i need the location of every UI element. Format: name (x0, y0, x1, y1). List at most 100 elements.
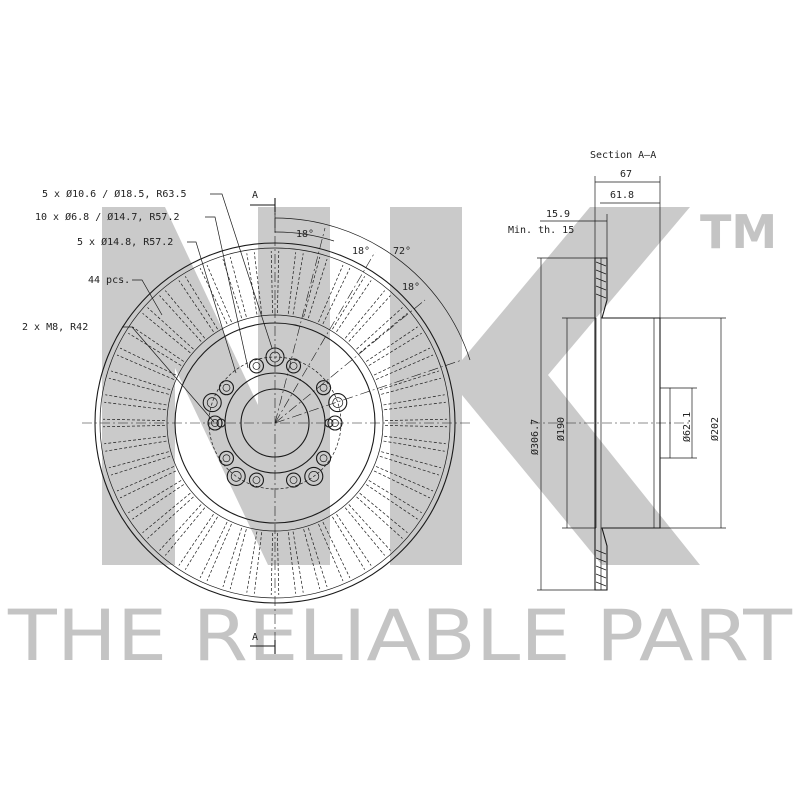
section-marker-bottom: A (252, 632, 258, 643)
angle-arc-18 (274, 231, 335, 242)
vane-line (128, 480, 182, 514)
bolt-hole-outer (202, 393, 222, 413)
vane-line (307, 527, 328, 588)
logo-n-shape (102, 207, 330, 565)
vane-line (368, 480, 422, 514)
logo-k-shape (390, 207, 700, 565)
section-vane-hatches (595, 261, 607, 587)
vane-line (147, 496, 194, 539)
trademark-symbol: TM (700, 205, 777, 259)
vane-line (120, 347, 177, 376)
vane-line (307, 258, 328, 319)
vane-line (270, 532, 273, 595)
vane-line (206, 523, 232, 582)
dim-min-thickness: Min. th. 15 (508, 225, 574, 236)
vane-hatch-bottom (595, 573, 607, 579)
vane-line (103, 418, 166, 421)
vane-line (164, 507, 206, 556)
bolt-hole-inner (332, 397, 344, 408)
vane-line (142, 492, 191, 534)
vane-line (366, 484, 418, 520)
angle-label-4: 18° (402, 282, 420, 293)
vane-line (206, 264, 232, 323)
vane-line (383, 394, 445, 406)
vane-line (253, 252, 263, 314)
vane-line (159, 504, 202, 551)
vane-line (356, 307, 403, 350)
vane-line (132, 484, 184, 520)
angle-label-3: 72° (393, 246, 411, 257)
label-threads: 2 x M8, R42 (22, 322, 88, 333)
vane-line (246, 253, 258, 315)
vane-line (318, 523, 344, 582)
vane-line (292, 531, 304, 593)
label-bolt-holes-inner: 10 x Ø6.8 / Ø14.7, R57.2 (35, 211, 180, 223)
vane-hatch-bottom (595, 565, 607, 571)
leader-bolt-holes-inner (205, 216, 249, 369)
vane-line (222, 258, 243, 319)
vane-line (359, 312, 408, 354)
vane-line (132, 326, 184, 362)
vane-line (105, 394, 167, 406)
angle-label-2: 18° (352, 246, 370, 257)
vane-line (356, 496, 403, 539)
vane-line (368, 332, 422, 366)
vane-hatch-top (595, 261, 607, 267)
vane-line (287, 532, 297, 594)
dim-outer-hat-diameter: Ø202 (709, 417, 721, 441)
vane-line (108, 451, 169, 469)
vane-line (103, 425, 166, 428)
vane-line (379, 455, 440, 476)
vane-line (379, 370, 440, 391)
vane-line (110, 455, 171, 476)
vane-line (303, 256, 321, 317)
vane-hatch-top (595, 293, 607, 299)
angle-label-1: 18° (296, 229, 314, 240)
cooling-vanes (103, 251, 447, 595)
vane-line (229, 256, 247, 317)
bolt-hole-outer (226, 466, 246, 486)
mount-hole-ring (315, 450, 332, 466)
vane-line (373, 347, 430, 376)
label-vane-count: 44 pcs. (88, 275, 130, 286)
slogan-text: THE RELIABLE PART (7, 595, 792, 677)
mount-hole-core (289, 362, 298, 370)
section-title: Section A–A (590, 150, 656, 161)
vane-line (348, 295, 391, 342)
vane-line (381, 377, 442, 395)
vane-line (336, 280, 372, 332)
mount-hole-ring (218, 380, 235, 396)
mount-hole-core (222, 454, 231, 463)
vane-line (120, 470, 177, 499)
leader-bolt-holes-outer (210, 193, 273, 349)
vane-line (344, 290, 386, 339)
mount-hole-core (222, 383, 231, 392)
vane-line (110, 370, 171, 391)
vane-line (292, 253, 304, 315)
vane-line (178, 514, 214, 566)
vane-line (104, 401, 166, 411)
vane-line (222, 527, 243, 588)
vane-line (375, 466, 434, 492)
mount-hole-core (252, 362, 261, 370)
mount-hole-ring (248, 358, 265, 374)
mount-hole-core (252, 476, 261, 484)
vane-line (184, 516, 218, 570)
section-view: Section A–A 67 61.8 15.9 Min. th. 15 Ø30… (508, 150, 726, 591)
mount-hole-core (319, 383, 328, 392)
section-marker-top: A (252, 190, 258, 201)
vane-hatch-bottom (595, 581, 607, 587)
vane-line (116, 354, 175, 380)
vane-line (178, 280, 214, 332)
vane-line (384, 425, 447, 428)
dim-hat-diameter: Ø190 (555, 417, 567, 441)
mount-hole-core (289, 476, 298, 484)
vane-line (108, 377, 169, 395)
vane-line (384, 435, 446, 445)
leader-vane-count (132, 279, 163, 316)
vane-line (199, 521, 228, 578)
vane-line (332, 516, 366, 570)
dim-overall-height: 67 (620, 169, 632, 180)
